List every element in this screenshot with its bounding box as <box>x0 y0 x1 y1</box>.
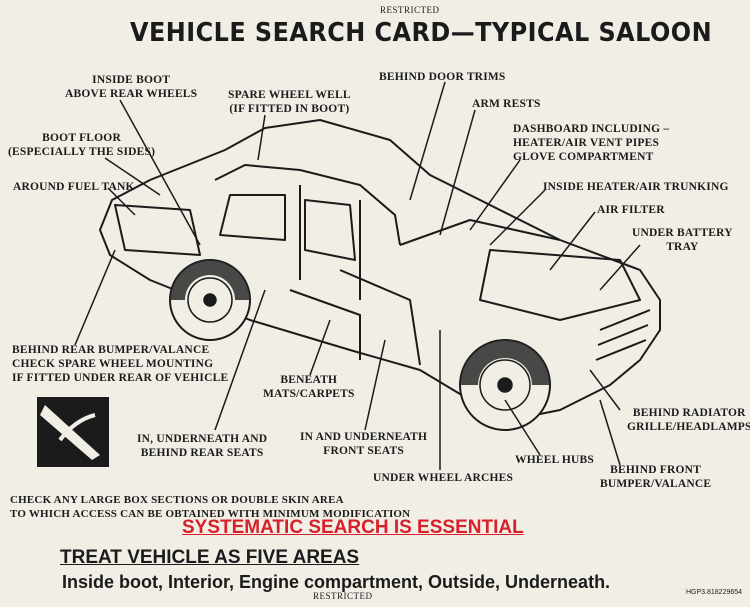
areas-list: Inside boot, Interior, Engine compartmen… <box>62 572 611 592</box>
label-inside-heater: INSIDE HEATER/AIR TRUNKING <box>543 181 729 193</box>
label-behind-door-trims: BEHIND DOOR TRIMS <box>379 71 506 83</box>
reference-code: HGP3.818229654 <box>686 589 743 596</box>
hand-search-pictogram-icon <box>37 397 109 467</box>
treat-heading: TREAT VEHICLE AS FIVE AREAS <box>60 547 360 568</box>
label-dashboard: DASHBOARD INCLUDING – HEATER/AIR VENT PI… <box>513 123 670 163</box>
label-boot-floor: BOOT FLOOR (ESPECIALLY THE SIDES) <box>8 132 156 158</box>
box-sections-note: CHECK ANY LARGE BOX SECTIONS OR DOUBLE S… <box>10 494 411 520</box>
systematic-heading: SYSTEMATIC SEARCH IS ESSENTIAL <box>182 517 524 538</box>
label-spare-wheel-well: SPARE WHEEL WELL (IF FITTED IN BOOT) <box>228 89 351 115</box>
label-wheel-arches: UNDER WHEEL ARCHES <box>373 472 514 484</box>
label-rear-bumper: BEHIND REAR BUMPER/VALANCE CHECK SPARE W… <box>12 344 229 384</box>
restricted-mark-bottom: RESTRICTED <box>313 591 373 601</box>
label-around-fuel-tank: AROUND FUEL TANK <box>13 181 135 193</box>
label-arm-rests: ARM RESTS <box>472 98 541 110</box>
label-rear-seats: IN, UNDERNEATH AND BEHIND REAR SEATS <box>137 433 268 459</box>
label-air-filter: AIR FILTER <box>597 204 665 216</box>
label-beneath-mats: BENEATH MATS/CARPETS <box>263 374 355 400</box>
page-title: VEHICLE SEARCH CARD—TYPICAL SALOON <box>130 18 713 48</box>
label-front-seats: IN AND UNDERNEATH FRONT SEATS <box>300 431 428 457</box>
label-radiator-grille: BEHIND RADIATOR GRILLE/HEADLAMPS <box>627 407 750 433</box>
restricted-mark-top: RESTRICTED <box>380 5 440 15</box>
label-wheel-hubs: WHEEL HUBS <box>515 454 595 466</box>
label-front-bumper: BEHIND FRONT BUMPER/VALANCE <box>600 464 712 490</box>
label-under-battery-tray: UNDER BATTERY TRAY <box>632 227 733 253</box>
label-inside-boot: INSIDE BOOT ABOVE REAR WHEELS <box>65 74 198 100</box>
